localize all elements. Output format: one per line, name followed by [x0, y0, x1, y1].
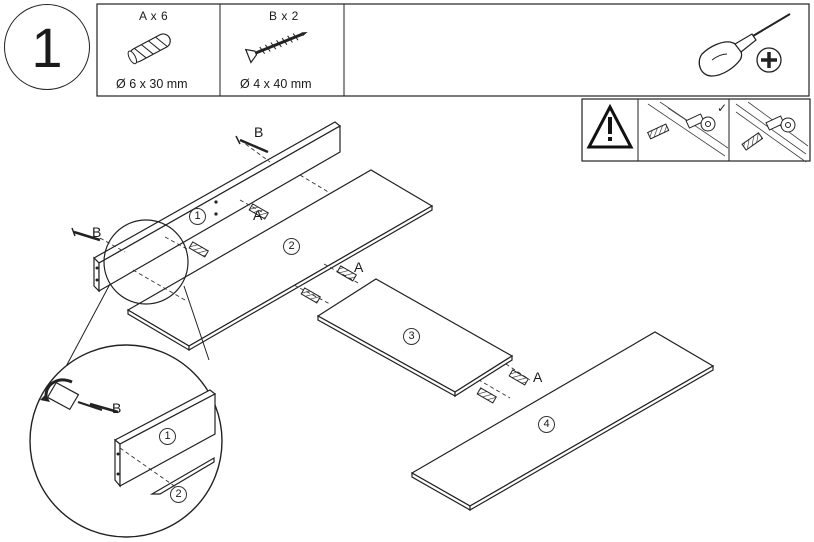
warning-triangle-icon: [586, 103, 634, 149]
svg-text:✓: ✓: [717, 101, 727, 115]
warning-box: [581, 98, 811, 162]
detail-source-circle: [103, 219, 189, 305]
wood-screw-icon: [244, 32, 308, 64]
detail-screwdriver-icon: [40, 378, 119, 414]
dowel-a-markers: [188, 203, 529, 404]
panel-4: [410, 331, 715, 512]
label-a-panel2: A: [253, 207, 263, 223]
panel-2: [126, 169, 434, 352]
part-b-count: B x 2: [269, 9, 299, 23]
step-number: 1: [4, 4, 90, 90]
label-b-top: B: [254, 124, 264, 140]
callout-panel-2: 2: [283, 238, 300, 255]
part-b-dimension: Ø 4 x 40 mm: [240, 77, 312, 91]
label-b-left: B: [92, 224, 102, 240]
callout-detail-panel-2: 2: [170, 486, 187, 503]
callout-panel-4: 4: [538, 416, 555, 433]
parts-box: [96, 3, 810, 97]
wrong-dowel-usage-icon: [735, 101, 809, 163]
correct-dowel-usage-icon: [647, 101, 729, 157]
screw-b-markers: [71, 135, 269, 242]
label-a-panel3: A: [354, 259, 364, 275]
phillips-screwdriver-icon: [698, 13, 791, 77]
label-b-detail: B: [112, 400, 122, 416]
wooden-dowel-icon: [127, 33, 171, 65]
callout-panel-3: 3: [403, 328, 420, 345]
callout-panel-1: 1: [189, 208, 206, 225]
callout-detail-panel-1: 1: [159, 428, 176, 445]
label-a-panel4: A: [533, 369, 543, 385]
part-a-count: A x 6: [139, 9, 169, 23]
panel-1: [93, 121, 342, 293]
part-a-dimension: Ø 6 x 30 mm: [116, 77, 188, 91]
